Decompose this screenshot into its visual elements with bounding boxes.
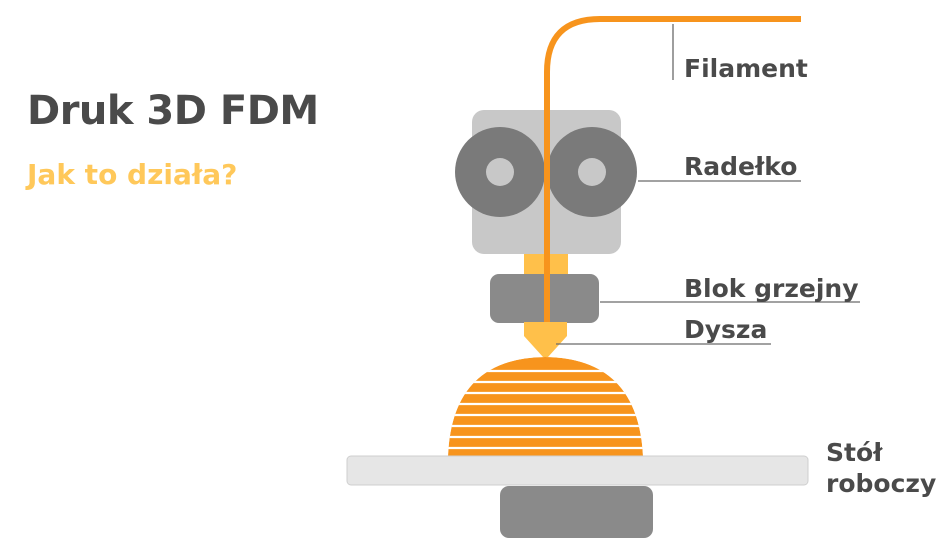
page-subtitle: Jak to działa? <box>27 158 238 191</box>
nozzle <box>524 322 567 357</box>
right-wheel-hub <box>578 158 606 186</box>
filament-strand <box>544 16 801 322</box>
page-title: Druk 3D FDM <box>27 88 319 134</box>
label-nozzle: Dysza <box>684 315 768 344</box>
label-wheel: Radełko <box>684 152 798 181</box>
label-bed-line1: Stół <box>826 438 883 467</box>
printed-object <box>448 357 643 456</box>
bed-support <box>500 486 653 538</box>
left-wheel-hub <box>486 158 514 186</box>
print-bed <box>346 455 809 486</box>
label-print-bed: Stół roboczy <box>826 437 936 500</box>
label-heater-block: Blok grzejny <box>684 274 859 303</box>
label-bed-line2: roboczy <box>826 469 937 499</box>
label-filament: Filament <box>684 54 808 83</box>
